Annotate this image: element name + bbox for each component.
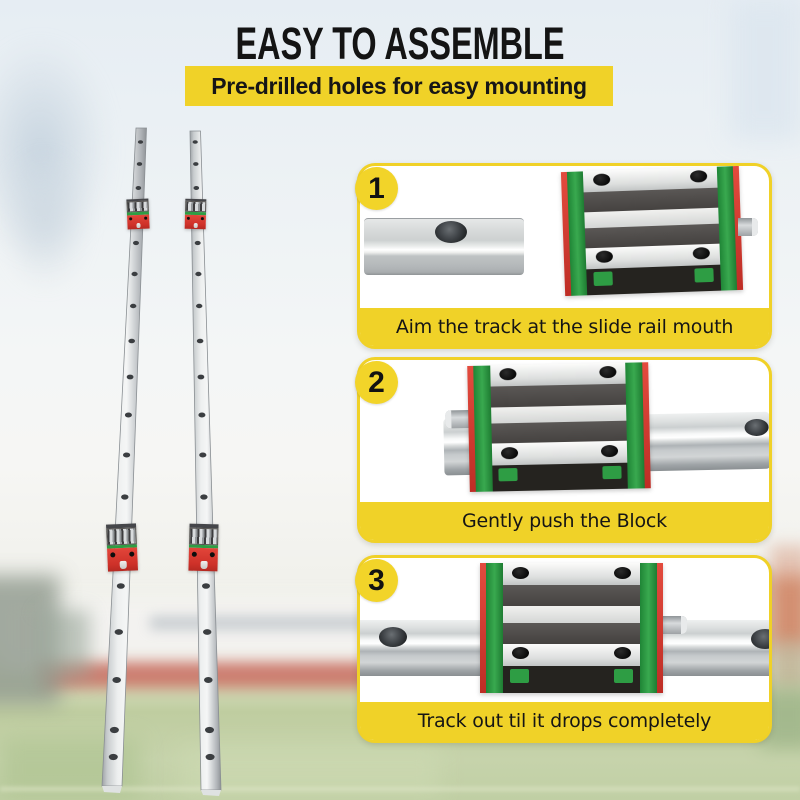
slide-block-photo [560,166,744,297]
step3-number-badge: 3 [355,559,398,602]
carriage-block-lower-left [105,523,139,572]
block-pin [738,218,758,236]
step3-caption: Track out til it drops completely [417,710,712,732]
subtitle-banner: Pre-drilled holes for easy mounting [185,66,613,106]
subtitle-text: Pre-drilled holes for easy mounting [211,72,587,99]
step1-number: 1 [368,171,385,205]
block-pin [445,409,470,429]
step-panel-1: Aim the track at the slide rail mouth 1 [355,163,772,349]
rail-hole [751,629,769,649]
rail-mouth-photo [364,218,524,275]
rail-hole [744,418,769,437]
step3-number: 3 [368,563,385,597]
step1-number-badge: 1 [355,167,398,210]
rail-hole [379,627,407,647]
block-pin [663,616,687,634]
carriage-block-lower-right [188,523,219,572]
slide-block-photo [467,362,651,492]
step3-caption-bar: Track out til it drops completely [360,702,769,740]
step-panel-2: Gently push the Block 2 [355,357,772,543]
slide-block-photo [480,563,663,693]
step2-number-badge: 2 [355,361,398,404]
step3-photo: Track out til it drops completely [360,558,769,740]
carriage-block-upper-right [184,198,207,230]
step1-caption: Aim the track at the slide rail mouth [395,316,734,338]
step1-caption-bar: Aim the track at the slide rail mouth [360,308,769,346]
step-panel-3: Track out til it drops completely 3 [355,555,772,743]
rail-hole [435,221,467,243]
carriage-block-upper-left [126,198,150,230]
page-title: EASY TO ASSEMBLE [235,18,565,69]
step2-number: 2 [368,365,385,399]
rail-right [189,130,222,796]
step1-photo: Aim the track at the slide rail mouth [360,166,769,346]
step2-caption-bar: Gently push the Block [360,502,769,540]
step2-photo: Gently push the Block [360,360,769,540]
step2-caption: Gently push the Block [462,510,667,532]
